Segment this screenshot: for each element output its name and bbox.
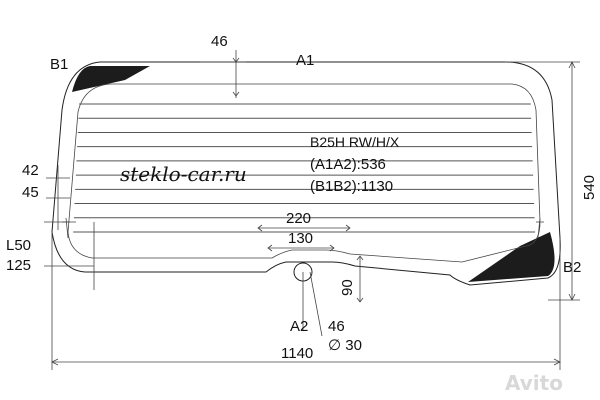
dim-46-bottom-label: 46 xyxy=(328,318,345,335)
dim-220-label: 220 xyxy=(286,210,311,227)
dim-42-label: 42 xyxy=(22,162,39,179)
dim-width-label: 1140 xyxy=(281,345,313,362)
brand-watermark: Avito xyxy=(505,371,563,395)
diagonal-b: (B1B2):1130 xyxy=(310,178,393,195)
dim-130-label: 130 xyxy=(288,230,313,247)
dim-45-label: 45 xyxy=(22,184,39,201)
dim-46-arrow xyxy=(232,57,240,97)
diagonal-a: (A1A2):536 xyxy=(310,156,386,173)
right-clip xyxy=(536,217,544,239)
dim-height-label: 540 xyxy=(581,175,598,200)
point-a2-label: A2 xyxy=(290,318,308,335)
part-code: B25H RW/H/X xyxy=(310,134,400,150)
dim-220-arrows xyxy=(257,224,351,232)
point-a1-label: A1 xyxy=(296,52,314,69)
dim-130-arrows xyxy=(267,244,335,252)
corner-band-b1 xyxy=(72,66,150,92)
corner-band-b2 xyxy=(468,232,555,282)
watermark: steklo-car.ru xyxy=(120,162,247,186)
dim-l50-label: L50 xyxy=(6,237,31,254)
heater-lines xyxy=(73,103,536,233)
dim-height-arrows xyxy=(568,61,576,301)
dim-125-label: 125 xyxy=(6,257,31,274)
dim-46-top-label: 46 xyxy=(211,33,228,50)
point-b1-label: B1 xyxy=(50,56,68,73)
dim-hole-label: ∅ 30 xyxy=(328,337,362,354)
dim-90-arrows xyxy=(356,255,364,303)
dim-hole-leader xyxy=(309,271,323,337)
dim-width-arrows xyxy=(51,358,561,366)
inner-border xyxy=(67,83,541,263)
dim-90-label: 90 xyxy=(339,279,356,296)
